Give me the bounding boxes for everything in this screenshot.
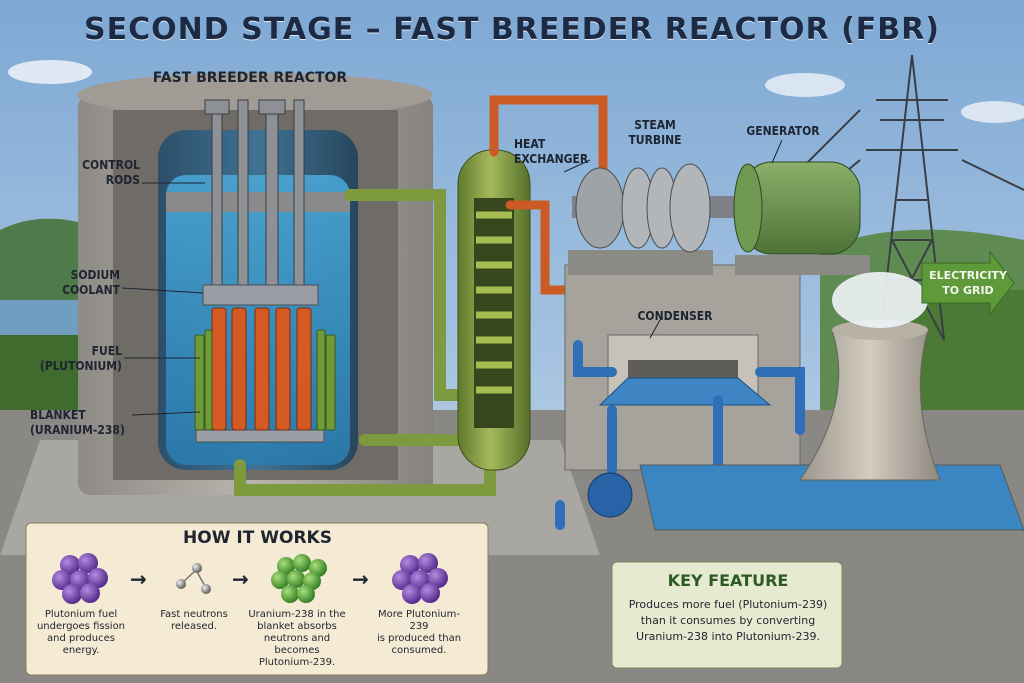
steam-turbine — [572, 163, 742, 253]
control-rods — [204, 99, 305, 301]
reactor-core — [195, 284, 325, 443]
how-step-3: Uranium-238 in the blanket absorbs neutr… — [248, 609, 346, 668]
how-step-2: Fast neutrons released. — [160, 609, 228, 632]
key-feature-panel — [611, 561, 843, 669]
key-feature-title: KEY FEATURE — [667, 571, 789, 590]
sodium-pipes — [234, 189, 496, 496]
tower-top — [832, 320, 928, 340]
generator-base — [735, 255, 870, 275]
label-generator: GENERATOR — [746, 124, 820, 138]
how-it-works-panel — [25, 522, 489, 676]
label-steam-turbine: STEAM TURBINE — [628, 118, 682, 147]
key-feature-body: Produces more fuel (Plutonium-239) than … — [628, 598, 828, 643]
blanket-rods — [194, 329, 336, 431]
how-it-works-title: HOW IT WORKS — [183, 528, 332, 548]
label-sodium-coolant: SODIUM COOLANT — [62, 268, 120, 297]
label-heat-exchanger: HEAT EXCHANGER — [514, 137, 589, 166]
arrow-icon: → — [130, 567, 147, 591]
label-electricity-to-grid: ELECTRICITY TO GRID — [929, 269, 1007, 297]
how-step-1: Plutonium fuel undergoes fission and pro… — [36, 609, 126, 656]
condenser — [598, 334, 772, 406]
arrow-icon: → — [352, 567, 369, 591]
neutron-icon — [176, 563, 211, 594]
heat-exchanger — [457, 149, 531, 471]
turbine-base — [568, 250, 713, 275]
plutonium-nucleus-icon — [392, 553, 448, 604]
arrow-icon: → — [232, 567, 249, 591]
cloud — [961, 101, 1024, 123]
generator — [733, 161, 861, 255]
page-title: SECOND STAGE – FAST BREEDER REACTOR (FBR… — [84, 12, 940, 47]
lake — [0, 300, 90, 340]
plutonium-nucleus-icon — [52, 553, 108, 604]
heat-exchanger-coil — [476, 211, 512, 394]
label-fuel: FUEL (PLUTONIUM) — [39, 344, 122, 373]
label-control-rods: CONTROL RODS — [82, 158, 140, 187]
electricity-arrow — [921, 250, 1015, 316]
how-step-4: More Plutonium-239 is produced than cons… — [376, 609, 462, 656]
water-pump — [587, 472, 633, 518]
uranium-nucleus-icon — [271, 554, 327, 603]
cloud — [765, 73, 845, 97]
steam-plume — [832, 272, 928, 328]
label-blanket: BLANKET (URANIUM-238) — [30, 408, 125, 437]
cloud — [8, 60, 92, 84]
reactor-title: FAST BREEDER REACTOR — [152, 70, 348, 86]
label-condenser: CONDENSER — [637, 309, 713, 323]
leader-lines — [121, 139, 783, 416]
